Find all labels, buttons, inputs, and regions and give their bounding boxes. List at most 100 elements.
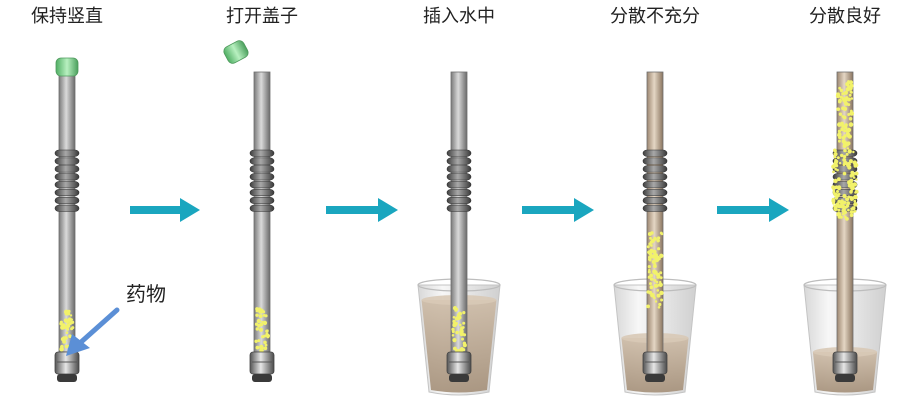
powder-particle [647,275,651,279]
powder-particle [849,190,853,194]
coil-ring [642,189,668,197]
powder-particle [67,317,73,323]
powder-particle [850,186,853,190]
powder-particle [659,290,664,296]
powder-particle [847,208,850,212]
powder-particle [649,282,652,286]
powder-particle [854,189,859,194]
base-foot [449,374,469,382]
powder-particle [848,86,853,91]
powder-particle [847,149,852,154]
powder-particle [845,82,850,87]
powder-particle [657,257,661,261]
powder-particle [263,346,268,351]
powder-particle [840,153,844,158]
powder-particle [843,90,849,95]
arrow-head [769,198,789,222]
powder-particle [69,314,73,317]
powder-particle [264,314,268,318]
powder-particle [261,335,265,339]
powder-particle [64,311,69,316]
powder-particle [840,201,844,205]
powder-particle [462,333,467,337]
tube-base [446,351,472,382]
step-label: 保持竖直 [31,6,103,27]
arrow-head [574,198,594,222]
arrow-shaft [130,206,182,214]
powder-particle [59,322,63,326]
coil-ring [54,165,80,173]
powder-particle [656,293,661,298]
powder-particle [833,178,838,184]
powder-particle [462,311,466,315]
powder-particle [853,210,857,213]
powder-particle [832,201,836,205]
powder-particle [651,259,656,264]
powder-particle [647,265,651,269]
powder-particle [849,174,854,178]
arrow-shaft [522,206,576,214]
powder-particle [259,345,263,350]
powder-particle [836,107,840,111]
powder-particle [654,300,658,303]
powder-particle [654,257,659,261]
powder-particle [70,327,74,331]
powder-particle [657,236,661,240]
powder-particle [848,93,852,97]
powder-particle [838,98,842,103]
powder-particle [842,171,847,176]
powder-particle [452,322,457,327]
powder-particle [64,336,68,340]
powder-particle [836,156,840,160]
coil-ring [446,189,472,197]
powder-particle [452,338,457,343]
powder-particle [842,193,847,199]
step-arrow-icon [717,198,789,222]
powder-particle [650,244,653,247]
powder-particle [853,202,858,207]
powder-particle [70,318,74,321]
base-foot [835,374,855,382]
tube-base [54,351,80,382]
powder-particle [259,309,264,314]
powder-particle [845,204,850,208]
powder-particle [834,167,837,171]
powder-particle [850,91,853,94]
powder-particle [266,335,270,339]
powder-particle [70,320,75,324]
coil-ring [249,149,275,157]
coil-ring [54,149,80,157]
powder-particle [652,269,657,274]
powder-particle [649,277,654,281]
powder-particle [845,128,850,133]
powder-particle [646,245,650,249]
powder-particle [843,106,848,111]
powder-particle [837,212,842,217]
powder-particle [660,298,664,302]
powder-particle [841,135,846,140]
coil-ring [249,165,275,173]
powder-particle [850,170,855,175]
tube-shaft [646,71,664,353]
powder-particle [263,340,267,345]
powder-particle [254,339,258,343]
coil-ring [642,165,668,173]
coil-ring [249,173,275,181]
powder-particle [649,236,652,240]
powder-particle [257,339,261,343]
coil-ring [642,196,668,204]
step-arrow-icon [326,198,398,222]
powder-particle [834,159,839,164]
powder-particle [850,97,854,100]
coil-ring [54,173,80,181]
powder-particle [831,185,836,190]
powder-particle [852,150,855,154]
step-label: 分散良好 [809,6,881,27]
powder-particle [834,185,839,189]
arrow-shaft [717,206,771,214]
powder-particle [850,182,855,188]
powder-particle [255,327,259,331]
callout-arrow-icon [66,307,120,356]
